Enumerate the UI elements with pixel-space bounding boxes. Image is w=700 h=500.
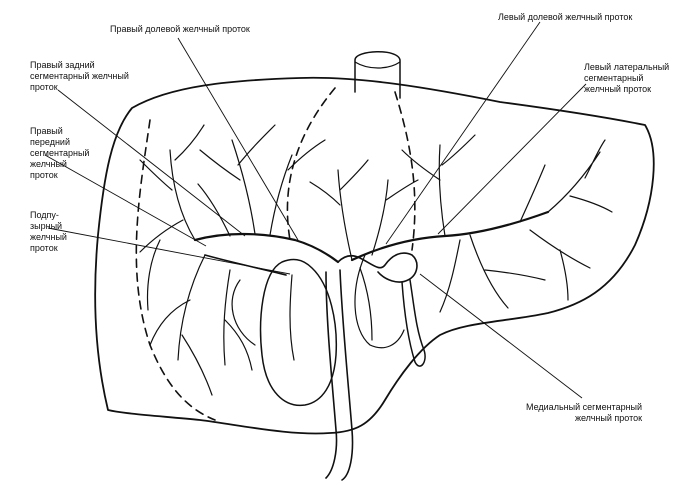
liver-outline [94,76,655,435]
label-right-lobar-duct: Правый долевой желчный проток [110,24,250,34]
right-inferior-branches [149,254,253,396]
hilum [337,252,418,283]
label-line: зырный [30,221,63,231]
label-line: передний [30,137,70,147]
label-line: проток [30,243,58,253]
left-lateral-branches [519,139,613,301]
cystic-duct-path [204,254,287,276]
gallbladder [259,258,338,407]
segment-boundary-middle [286,87,336,241]
leader-right-lobar [177,37,299,241]
right-posterior-branches [139,124,205,311]
label-line: Правый задний [30,60,95,70]
label-line: Подпу- [30,210,59,220]
label-left-lobar-duct: Левый долевой желчный проток [498,12,633,22]
leader-left-lobar [385,21,541,245]
segment-boundary-right [135,119,216,421]
segment-boundary-left [394,91,416,251]
right-anterior-branches [197,124,326,237]
quadrate-lobe-contour [231,254,405,349]
label-line: желчный проток [574,413,643,423]
label-line: Левый латеральный [584,62,670,72]
leader-left-lateral [437,83,587,235]
label-line: желчный [30,159,67,169]
inferior-vena-cava-rim [354,61,401,69]
label-left-lateral-segmental-duct: Левый латеральный сегментарный желчный п… [584,62,669,95]
label-line: желчный проток [584,84,652,94]
label-line: проток [30,82,58,92]
label-line: сегментарный [30,148,90,158]
label-line: сегментарный желчный [30,71,129,81]
round-ligament [401,279,426,367]
gallbladder-neck [289,274,295,361]
leader-medial [419,273,583,399]
central-branches [309,159,419,341]
leader-right-anterior [44,154,207,247]
right-hepatic-duct-trunk [193,232,340,264]
label-line: Правый [30,126,63,136]
leader-right-posterior [57,89,246,237]
common-bile-duct [325,269,354,481]
label-medial-segmental-duct: Медиальный сегментарный желчный проток [526,402,642,424]
label-line: Медиальный сегментарный [526,402,643,412]
label-right-posterior-segmental-duct: Правый задний сегментарный желчный прото… [30,60,129,93]
label-line: проток [30,170,58,180]
inferior-vena-cava [354,51,401,99]
label-line: сегментарный [584,73,644,83]
label-cystic-duct: Подпу- зырный желчный проток [30,210,67,254]
label-line: желчный [30,232,67,242]
label-right-anterior-segmental-duct: Правый передний сегментарный желчный про… [30,126,89,181]
leader-cystic [47,227,291,275]
left-medial-branches [401,134,546,313]
